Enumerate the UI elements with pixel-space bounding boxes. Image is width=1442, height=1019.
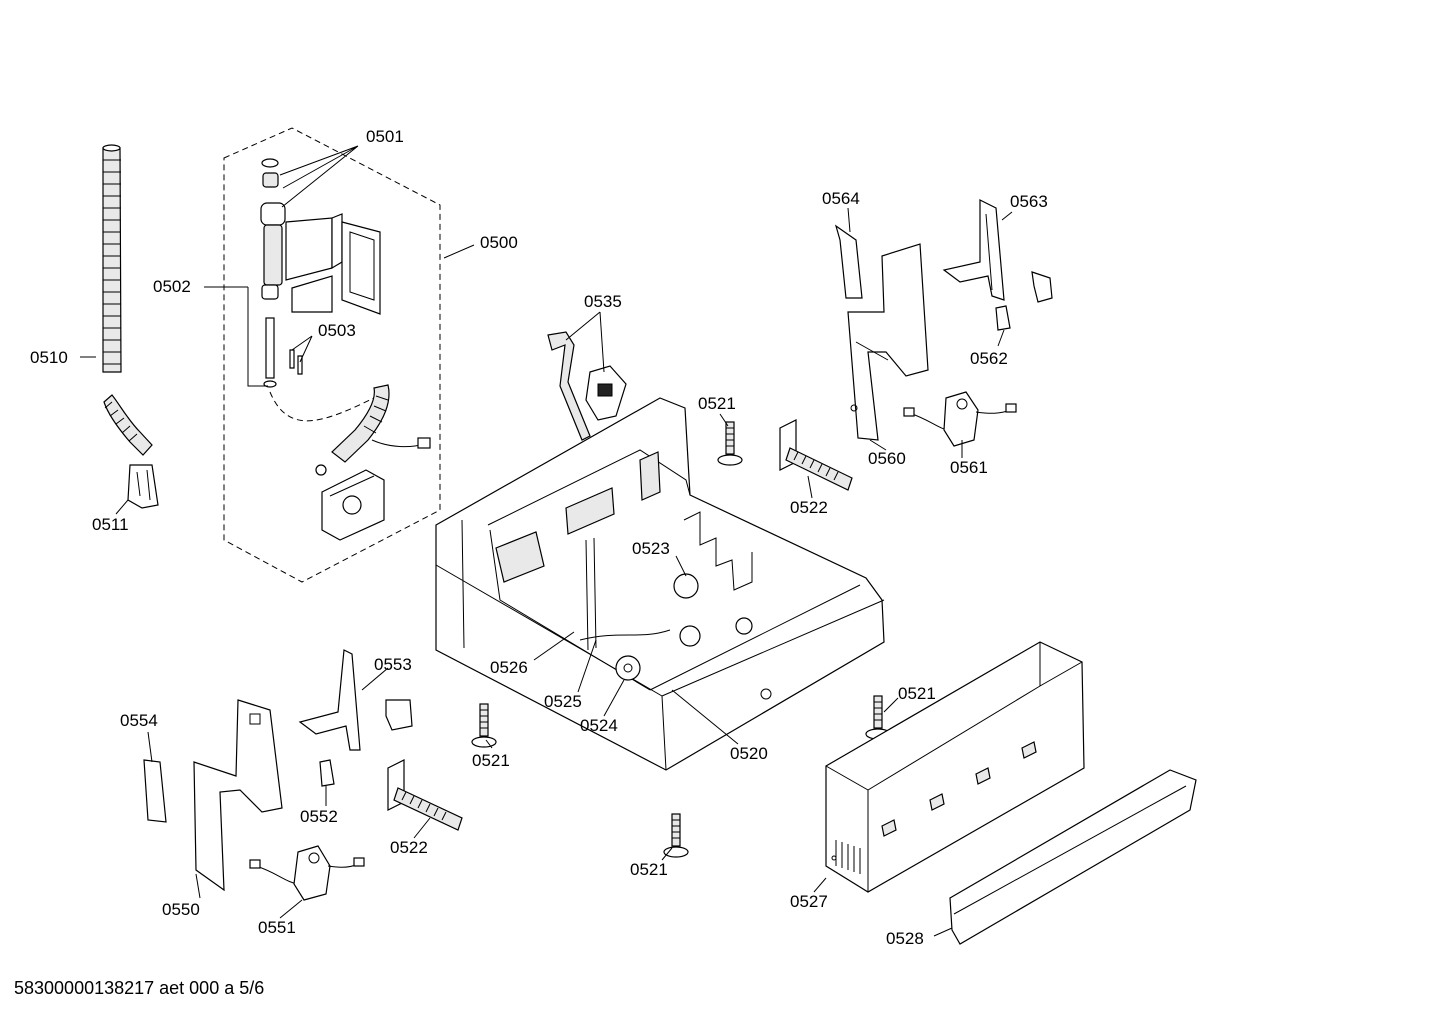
label-0501: 0501 <box>366 127 404 146</box>
label-0521-b: 0521 <box>472 751 510 770</box>
switch-part-0551 <box>249 845 365 901</box>
label-0560: 0560 <box>868 449 906 468</box>
label-0525: 0525 <box>544 692 582 711</box>
label-0502: 0502 <box>153 277 191 296</box>
label-0511: 0511 <box>92 515 129 534</box>
screw-part-1 <box>717 421 743 466</box>
label-0521-c: 0521 <box>898 684 936 703</box>
bracket-part-0560 <box>847 243 929 441</box>
valve-bracket-part <box>321 469 385 541</box>
leader-lines <box>80 145 1013 937</box>
label-0535: 0535 <box>584 292 622 311</box>
label-0500: 0500 <box>480 233 518 252</box>
label-0550: 0550 <box>162 900 200 919</box>
label-0528: 0528 <box>886 929 924 948</box>
pressure-hose-part <box>315 384 431 476</box>
label-0553: 0553 <box>374 655 412 674</box>
label-0521-a: 0521 <box>698 394 736 413</box>
label-0522-b: 0522 <box>390 838 428 857</box>
label-0521-d: 0521 <box>630 860 668 879</box>
label-0552: 0552 <box>300 807 338 826</box>
bracket-part-0564 <box>834 224 863 299</box>
bracket-part-0553 <box>298 649 361 751</box>
cover-part-0554 <box>143 759 167 823</box>
label-0562: 0562 <box>970 349 1008 368</box>
label-0523: 0523 <box>632 539 670 558</box>
assembly-boundary <box>223 127 441 583</box>
label-0527: 0527 <box>790 892 828 911</box>
label-0524: 0524 <box>580 716 618 735</box>
inlet-valve-part <box>260 158 381 388</box>
connector-part-0563 <box>1031 271 1053 303</box>
label-0503: 0503 <box>318 321 356 340</box>
screw-part-4 <box>663 813 689 858</box>
label-0520: 0520 <box>730 744 768 763</box>
bracket-part-0563 <box>942 199 1005 301</box>
screw-part-2 <box>471 703 497 748</box>
bracket-part-0550 <box>193 699 283 892</box>
label-0551: 0551 <box>258 918 296 937</box>
base-tray-part <box>435 397 885 771</box>
spring-hinge-part-2 <box>387 759 463 831</box>
label-0564: 0564 <box>822 189 860 208</box>
switch-part-0561 <box>903 391 1017 447</box>
connector-part-0553 <box>385 699 413 731</box>
label-0563: 0563 <box>1010 192 1048 211</box>
hose-clip-part <box>127 464 159 509</box>
water-sensor-part <box>547 331 627 441</box>
label-0510: 0510 <box>30 348 68 367</box>
label-0526: 0526 <box>490 658 528 677</box>
part-labels: 0501 0500 0502 0503 0510 0511 0535 0564 … <box>30 127 1048 948</box>
spring-hinge-part-1 <box>779 419 853 491</box>
label-0561: 0561 <box>950 458 988 477</box>
document-code-footer: 58300000138217 aet 000 a 5/6 <box>14 978 265 998</box>
clip-part-0552 <box>319 759 335 787</box>
drain-hose-part <box>102 144 153 456</box>
label-0522-a: 0522 <box>790 498 828 517</box>
clip-part-0562 <box>995 305 1011 331</box>
label-0554: 0554 <box>120 711 158 730</box>
plinth-panel-part <box>825 641 1085 893</box>
trim-strip-part <box>949 769 1197 945</box>
